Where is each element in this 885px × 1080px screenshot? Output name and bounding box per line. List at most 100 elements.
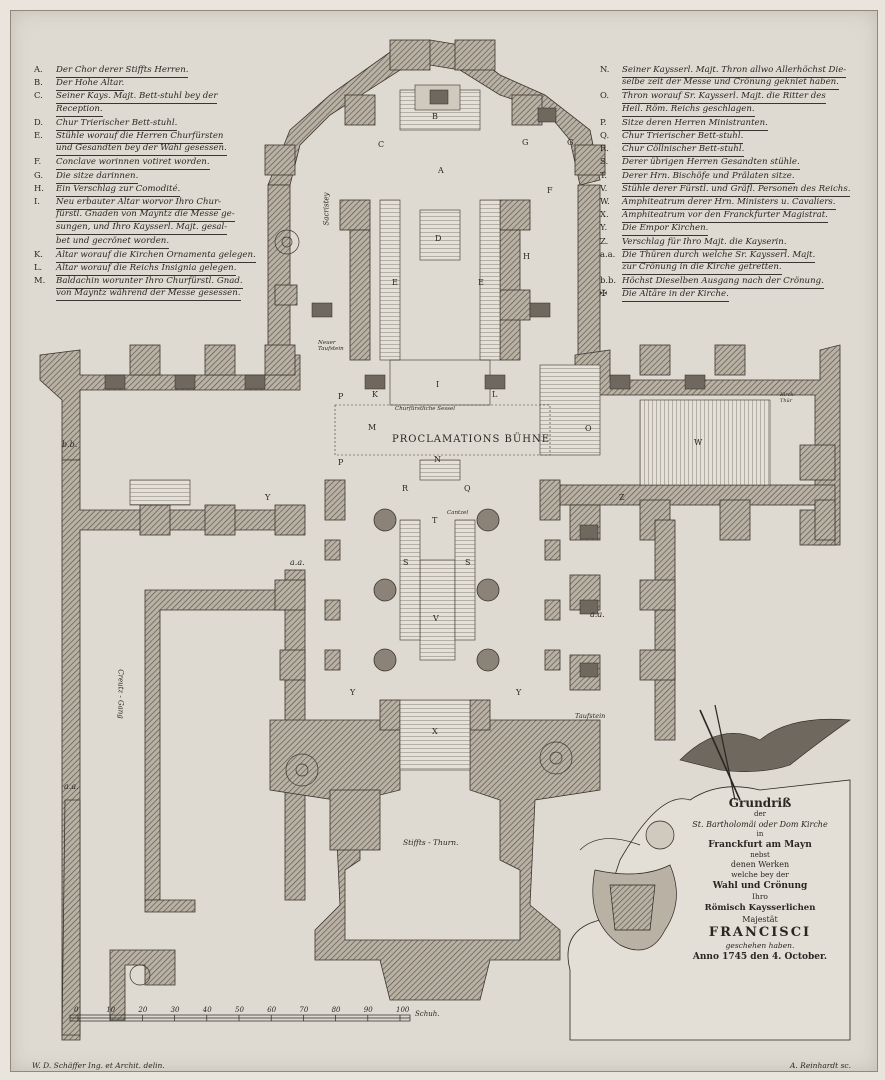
label-K: K <box>372 390 378 399</box>
legend-key: E. <box>34 130 43 140</box>
cart-line12: Majestät <box>742 915 778 924</box>
cart-line4: in <box>756 830 764 838</box>
legend-text: bet und gecrönet worden. <box>56 235 170 249</box>
legend-entry: sungen, und Ihro Kaysserl. Majt. gesal- <box>34 221 228 236</box>
legend-entry: M.Baldachin worunter Ihro Churfürstl. Gn… <box>34 274 243 290</box>
label-creutzgang: Creutz - Gang <box>116 669 125 719</box>
legend-key: R. <box>600 143 609 154</box>
legend-entry: S.Derer übrigen Herren Gesandten stühle. <box>600 155 800 171</box>
legend-text: Seiner Kays. Majt. Bett-stuhl bey der <box>56 90 218 105</box>
legend-entry: ✠Die Altäre in der Kirche. <box>600 287 729 303</box>
cartouche-frame <box>567 779 851 1041</box>
legend-key: B. <box>34 77 43 88</box>
legend-entry: G.Die sitze darinnen. <box>34 169 139 184</box>
choir-piers <box>274 199 531 361</box>
legend-key: D. <box>34 116 44 127</box>
label-chursessel: Churfürstliche Sessel <box>395 406 455 412</box>
legend-entry: A.Der Chor derer Stiffts Herren. <box>34 63 189 78</box>
legend-key: O. <box>600 90 610 101</box>
legend-text: Ein Verschlag zur Comodité. <box>56 183 181 197</box>
cart-line15: Anno 1745 den 4. October. <box>692 952 828 962</box>
legend-text: Die Empor Kirchen. <box>622 222 709 237</box>
scale-unit: Schuh. <box>415 1010 440 1018</box>
label-D: D <box>435 234 442 243</box>
altar-markers <box>104 89 706 678</box>
legend-entry: O.Thron worauf Sr. Kaysserl. Majt. die R… <box>600 89 826 105</box>
label-I: I <box>436 380 440 389</box>
label-aa-1: a.a. <box>290 558 305 567</box>
spiral-stairs <box>129 229 573 986</box>
label-T: T <box>432 516 438 525</box>
legend-key: A. <box>34 64 43 74</box>
legend-text: selbe zeit der Messe und Crönung gekniet… <box>622 76 839 91</box>
nave-walls <box>61 459 836 1041</box>
legend-key: ✠ <box>600 288 608 299</box>
legend-entry: R.Chur Cöllnischer Bett-stuhl. <box>600 142 745 158</box>
label-aa-3: a.a. <box>64 782 79 791</box>
legend-entry: N.Seiner Kaysserl. Majt. Thron allwo All… <box>600 63 847 78</box>
legend-text: Seiner Kaysserl. Majt. Thron allwo Aller… <box>622 64 847 78</box>
legend-text: Stühle derer Fürstl. und Gräfl. Personen… <box>622 183 851 197</box>
cart-line13: FRANCISCI <box>708 925 812 940</box>
label-G2: G <box>567 138 574 147</box>
legend-text: Amphiteatrum vor den Franckfurter Magist… <box>622 209 828 224</box>
cart-line6: nebst <box>750 851 770 859</box>
label-S1: S <box>403 558 409 567</box>
cart-line1: Grundriß <box>728 796 792 810</box>
legend-key: K. <box>34 248 43 259</box>
choir-walls <box>264 39 606 356</box>
scale-tick-label: 80 <box>331 1006 341 1014</box>
legend-key: M. <box>34 275 46 286</box>
label-stiffts-thurn: Stiffts - Thurn. <box>403 838 459 847</box>
legend-entry: zur Crönung in die Kirche getretten. <box>600 261 782 275</box>
legend-entry: b.b.Höchst Dieselben Ausgang nach der Cr… <box>600 274 824 290</box>
legend-entry: Heil. Röm. Reichs geschlagen. <box>600 103 755 117</box>
scale-tick-label: 10 <box>106 1006 116 1014</box>
legend-text: und Gesandten bey der Wahl gesessen. <box>56 142 227 157</box>
legend-entry: B. Der Hohe Altar. <box>34 76 125 92</box>
label-E1: E <box>392 278 398 287</box>
legend-entry: W.Amphiteatrum derer Hrn. Ministers u. C… <box>600 195 836 210</box>
label-H: H <box>523 252 530 261</box>
label-kirchthuer: Kirch Thür <box>780 392 794 404</box>
cart-line10: Ihro <box>752 892 768 901</box>
label-O: O <box>585 424 592 433</box>
scale-tick-label: 20 <box>138 1006 148 1014</box>
legend-text: Sitze deren Herren Ministranten. <box>622 117 768 131</box>
legend-text: Altar worauf die Kirchen Ornamenta geleg… <box>56 249 256 263</box>
label-Q: Q <box>464 484 471 493</box>
proclamation-stage <box>334 404 551 456</box>
legend-entry: H. Ein Verschlag zur Comodité. <box>34 182 181 197</box>
legend-entry: K. Altar worauf die Kirchen Ornamenta gel… <box>34 248 256 263</box>
legend-key: G. <box>34 169 44 180</box>
legend-key: I. <box>34 196 40 206</box>
eagle-icon <box>679 704 851 801</box>
legend-text: zur Crönung in die Kirche getretten. <box>622 261 782 275</box>
legend-text: Derer übrigen Herren Gesandten stühle. <box>622 156 800 171</box>
label-E2: E <box>478 278 484 287</box>
label-X: X <box>432 727 438 736</box>
legend-text: Altar worauf die Reichs Insignia gelegen… <box>56 262 237 276</box>
cart-line9: Wahl und Crönung <box>712 881 808 891</box>
legend-entry: a.a.Die Thüren durch welche Sr. Kaysserl… <box>600 248 816 263</box>
legend-text: Reception. <box>56 103 103 117</box>
legend-key: H. <box>34 182 44 193</box>
legend-entry: L.Altar worauf die Reichs Insignia geleg… <box>34 261 237 276</box>
label-F: F <box>547 186 553 195</box>
legend-key: F. <box>34 156 42 167</box>
legend-text: Verschlag für Ihro Majt. die Kayserin. <box>622 236 787 250</box>
legend-key: Q. <box>600 130 610 140</box>
legend-key: P. <box>600 116 607 127</box>
label-L: L <box>492 390 498 399</box>
legend-text: Chur Trierischer Bett-stuhl. <box>56 117 178 131</box>
scale-tick-label: 60 <box>267 1006 277 1014</box>
legend-text: Der Hohe Altar. <box>56 77 125 92</box>
legend-text: Neu erbauter Altar worvor Ihro Chur- <box>56 196 222 210</box>
scale-tick-label: 30 <box>170 1006 180 1014</box>
legend-key: C. <box>34 90 43 101</box>
legend-entry: X.Amphiteatrum vor den Franckfurter Magi… <box>600 208 828 224</box>
legend-key: T. <box>600 169 608 180</box>
label-Y1: Y <box>265 493 271 502</box>
scale-tick-label: 50 <box>235 1006 244 1014</box>
